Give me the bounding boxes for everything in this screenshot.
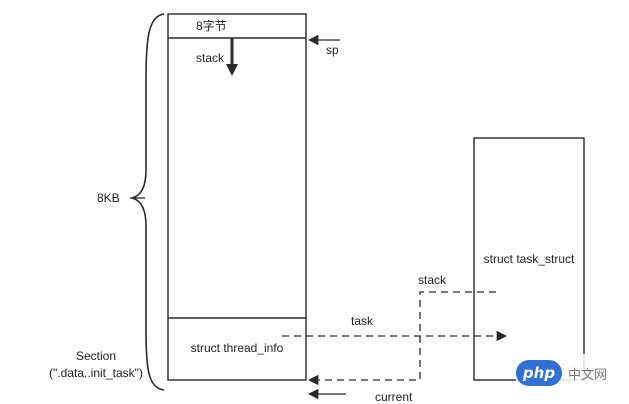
thread-info-label: struct thread_info	[190, 341, 284, 355]
stack-pointer-label: stack	[418, 273, 447, 287]
task-struct-label: struct task_struct	[483, 252, 575, 266]
section-label: Section	[75, 349, 117, 363]
task-pointer-label: task	[351, 314, 374, 328]
site-watermark: php 中文网	[516, 354, 624, 392]
kernel-stack-box	[167, 13, 307, 381]
top-8-bytes-label: 8字节	[196, 19, 227, 33]
watermark-logo: php	[516, 360, 562, 386]
size-brace	[131, 13, 165, 391]
current-label: current	[375, 390, 413, 404]
stack-growth-arrowhead	[226, 64, 238, 76]
sp-label: sp	[326, 43, 339, 57]
section-name-label: (".data..init_task")	[49, 366, 143, 380]
watermark-text: 中文网	[568, 366, 608, 382]
stack-pointer-arrow	[307, 291, 496, 386]
size-label: 8KB	[97, 191, 120, 205]
stack-growth-label: stack	[196, 51, 225, 65]
